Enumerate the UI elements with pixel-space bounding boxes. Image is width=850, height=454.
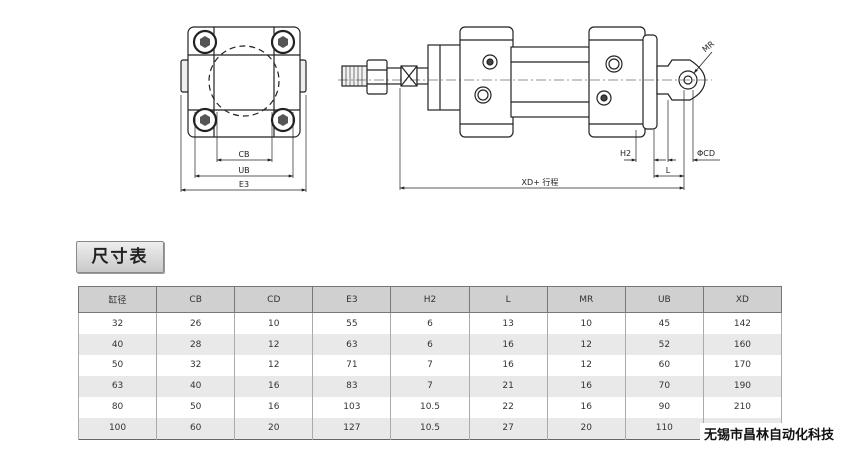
table-cell: 90 [624,396,704,418]
table-cell: 22 [468,396,548,418]
table-cell: 12 [546,355,626,376]
table-cell: 7 [390,355,470,376]
table-cell: 160 [702,334,783,355]
table-cell: 190 [702,375,783,397]
dim-ub: UB [238,166,249,175]
col-header-bore: 缸径 [77,286,158,313]
table-cell: 6 [390,334,470,355]
cylinder-technical-drawing: CB UB E3 [180,26,720,192]
table-cell: 26 [156,312,236,335]
table-cell: 28 [156,334,236,355]
col-header-h2: H2 [390,286,470,313]
table-cell: 32 [77,312,158,335]
table-cell: 10.5 [390,417,470,440]
table-header: 缸径 CB CD E3 H2 L MR UB XD [77,286,783,313]
table-cell: 210 [702,396,783,418]
dim-h2: H2 [620,149,631,158]
table-cell: 10 [234,312,314,335]
table-cell: 21 [468,375,548,397]
col-header-cb: CB [156,286,236,313]
table-header-row: 缸径 CB CD E3 H2 L MR UB XD [77,286,783,313]
table-cell: 12 [234,355,314,376]
table-cell: 83 [312,375,392,397]
end-view [180,26,307,192]
dim-mr: MR [701,39,717,54]
table-cell: 142 [702,312,783,335]
table-cell: 32 [156,355,236,376]
table-cell: 13 [468,312,548,335]
col-header-mr: MR [546,286,626,313]
table-cell: 10.5 [390,396,470,418]
table-cell: 100 [77,417,158,440]
table-cell: 170 [702,355,783,376]
col-header-ub: UB [624,286,704,313]
table-cell: 40 [77,334,158,355]
dim-xd: XD+ 行程 [522,177,559,187]
table-cell: 71 [312,355,392,376]
table-cell: 70 [624,375,704,397]
table-cell: 103 [312,396,392,418]
table-cell: 20 [234,417,314,440]
table-cell: 60 [624,355,704,376]
table-cell: 50 [156,396,236,418]
table-cell: 127 [312,417,392,440]
table-cell: 20 [546,417,626,440]
section-title-badge: 尺寸表 [76,241,164,273]
table-cell: 12 [234,334,314,355]
table-cell: 7 [390,375,470,397]
table-cell: 16 [546,396,626,418]
table-cell: 63 [77,375,158,397]
table-cell: 16 [234,375,314,397]
table-cell: 55 [312,312,392,335]
company-watermark: 无锡市昌林自动化科技 [699,423,838,444]
table-cell: 16 [468,355,548,376]
col-header-l: L [468,286,548,313]
dim-l: L [666,166,671,175]
table-cell: 45 [624,312,704,335]
table-cell: 40 [156,375,236,397]
table-cell: 50 [77,355,158,376]
table-cell: 16 [468,334,548,355]
table-cell: 10 [546,312,626,335]
dim-cb: CB [238,150,249,159]
table-cell: 52 [624,334,704,355]
table-cell: 27 [468,417,548,440]
dim-cd: ΦCD [697,149,715,158]
col-header-cd: CD [234,286,314,313]
table-cell: 110 [624,417,704,440]
table-cell: 63 [312,334,392,355]
table-cell: 12 [546,334,626,355]
dim-e3: E3 [239,180,249,189]
side-view [338,26,720,190]
table-cell: 16 [234,396,314,418]
table-cell: 16 [546,375,626,397]
table-cell: 60 [156,417,236,440]
table-cell: 6 [390,312,470,335]
col-header-xd: XD [702,286,783,313]
col-header-e3: E3 [312,286,392,313]
table-cell: 80 [77,396,158,418]
